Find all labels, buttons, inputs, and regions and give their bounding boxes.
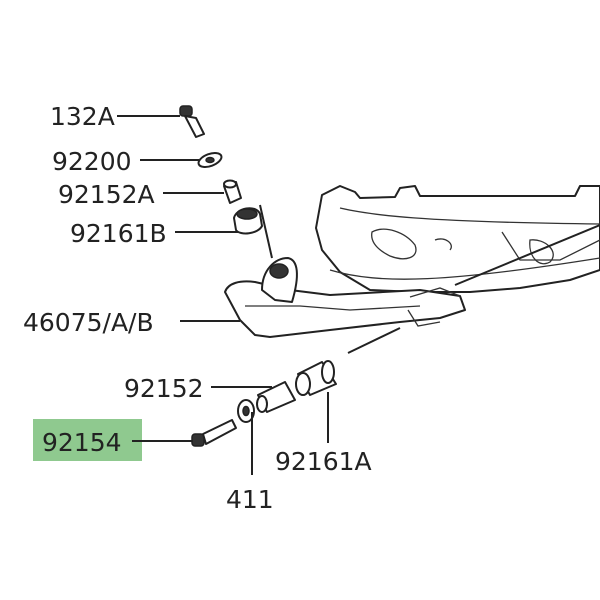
bolt-92154-drawing (191, 419, 237, 447)
label-411: 411 (226, 485, 274, 514)
label-92152a: 92152A (58, 180, 155, 209)
label-92161b: 92161B (70, 219, 167, 248)
highlight-box (33, 419, 142, 461)
rear-frame-drawing (315, 185, 600, 293)
collar-92152a-drawing (223, 179, 242, 204)
label-92152: 92152 (124, 374, 204, 403)
label-132a: 132A (50, 102, 115, 131)
label-92154: 92154 (42, 428, 122, 457)
grommet-92161b-drawing (233, 207, 263, 235)
label-92200: 92200 (52, 147, 132, 176)
label-46075: 46075/A/B (23, 308, 154, 337)
grab-rail-drawing (224, 204, 466, 338)
collar-92152-drawing (256, 381, 296, 413)
bolt-132a-drawing (179, 105, 205, 138)
washer-411-drawing (237, 399, 255, 423)
washer-hole (205, 156, 215, 164)
grommet-92161a-drawing (295, 360, 337, 396)
label-92161a: 92161A (275, 447, 372, 476)
